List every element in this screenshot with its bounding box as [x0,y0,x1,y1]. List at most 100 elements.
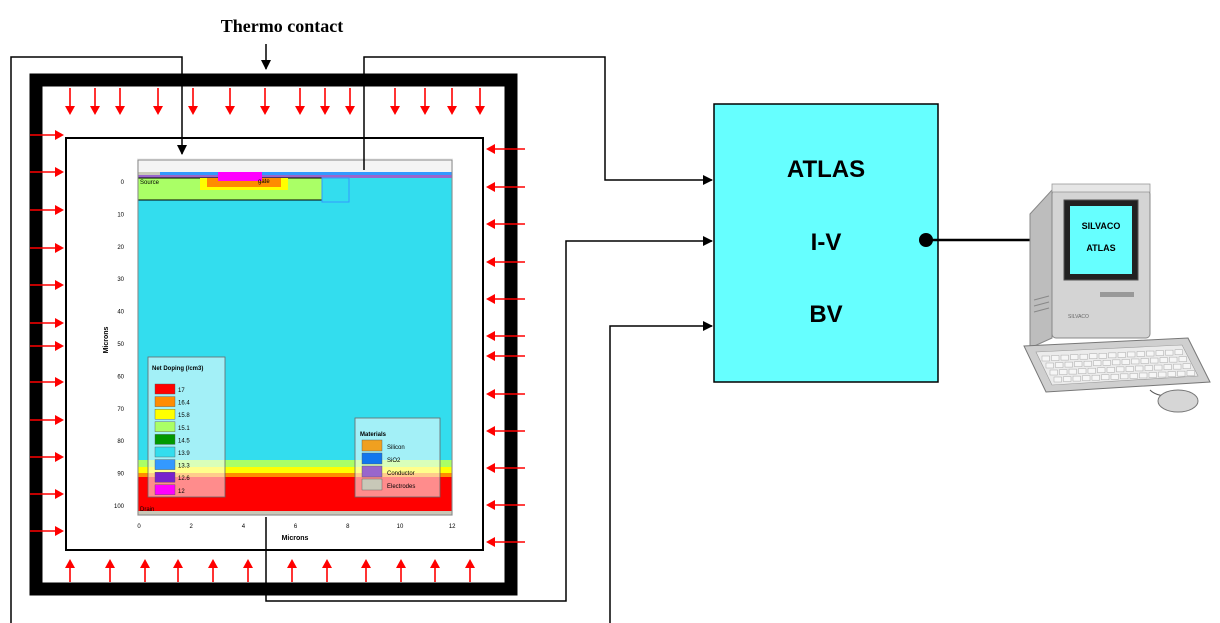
keyboard-key [1116,366,1125,373]
heat-arrow [486,500,525,510]
monitor-side [1029,188,1053,349]
heat-arrow [30,377,64,387]
heat-arrow [243,559,253,582]
material-swatch [361,439,383,452]
keyboard-key [1093,360,1102,366]
keyboard-key [1051,355,1060,361]
heat-arrow [65,88,75,115]
thermo-contact-frame [29,73,518,596]
keyboard-key [1182,363,1191,369]
keyboard-key [1158,371,1167,378]
keyboard-key [1087,367,1096,374]
iv-label: I-V [811,229,842,256]
heat-arrow [30,167,64,177]
keyboard-key [1106,367,1115,373]
heat-arrow [30,341,64,351]
connector-lines [10,56,713,623]
x-axis-label: Microns [282,535,309,542]
x-tick-label: 4 [242,524,246,530]
heat-arrow [322,559,332,582]
keyboard-key [1144,365,1153,371]
heat-arrow [430,559,440,582]
gate-electrode [218,172,262,181]
heat-arrow [30,130,64,140]
heat-arrow [486,351,525,361]
y-tick-label: 40 [117,310,124,316]
y-tick-label: 90 [117,472,124,478]
screen-line-silvaco: SILVACO [1082,221,1121,231]
heat-arrow [486,426,525,436]
keyboard-key [1173,363,1182,370]
keyboard-key [1155,350,1164,356]
x-tick-label: 2 [190,524,194,530]
x-tick-label: 12 [449,524,456,530]
thermo-contact-label: Thermo contact [221,16,343,36]
keyboard-key [1177,370,1186,377]
oxide-layer [138,172,452,175]
keyboard-key [1117,352,1126,358]
keyboard-key [1102,360,1111,366]
heat-arrow [287,559,297,582]
heat-arrow [30,280,64,290]
heat-arrow [486,331,525,341]
heat-arrow [486,182,525,192]
doping-swatch [154,459,176,470]
keyboard-key [1101,374,1110,380]
x-tick-label: 8 [346,524,350,530]
material-label: Silicon [387,445,405,451]
doping-value: 14.5 [178,438,190,444]
keyboard-key [1063,376,1072,382]
x-tick-label: 0 [137,524,141,530]
keyboard-key [1045,362,1054,369]
heat-arrow [486,389,525,399]
drain-band-1 [138,460,452,467]
keyboard-key [1154,364,1163,371]
vent-line [1033,301,1050,307]
heat-arrow [486,294,525,304]
doping-value: 13.9 [178,451,190,457]
heat-arrow [30,452,64,462]
heat-arrow [105,559,115,582]
bv-input-line [609,321,713,623]
device-structure-plot: Source gate Drain Microns Microns 010203… [103,158,456,542]
heat-arrow [486,537,525,547]
keyboard-key [1120,373,1129,380]
keyboard-key [1059,369,1068,375]
heat-arrow [30,415,64,425]
gate-label: gate [258,179,270,185]
brand-badge: SILVACO [1068,314,1089,320]
conductor-layer [138,175,452,178]
keyboard-key [1053,376,1062,383]
keyboard-key [1131,358,1140,365]
keyboard-key [1135,365,1144,372]
heat-arrow [30,243,64,253]
drain-band-3 [138,473,452,477]
doping-swatch [154,383,176,395]
keyboard-key [1089,353,1098,359]
material-label: SiO2 [387,458,401,464]
heat-arrow [115,88,125,115]
keyboard-key [1079,353,1088,360]
vent-line [1033,307,1050,313]
heat-arrow [486,257,525,267]
keyboard-key [1127,351,1136,358]
keyboard-key [1074,361,1083,367]
doping-swatch [154,396,176,407]
keyboard-key [1121,359,1130,365]
body-well-core [207,178,281,187]
keyboard-key [1167,371,1176,377]
keyboard-key [1140,358,1149,364]
y-axis-label: Microns [103,326,110,353]
heat-arrow [90,88,100,115]
heat-arrow [396,559,406,582]
y-tick-label: 0 [121,180,125,186]
doping-value: 12.6 [178,476,190,482]
doping-value: 16.4 [178,401,190,407]
heat-flux-arrows [30,88,525,582]
y-tick-label: 80 [117,439,124,445]
heat-arrow [225,88,235,115]
heat-arrow [188,88,198,115]
keyboard-key [1068,368,1077,375]
